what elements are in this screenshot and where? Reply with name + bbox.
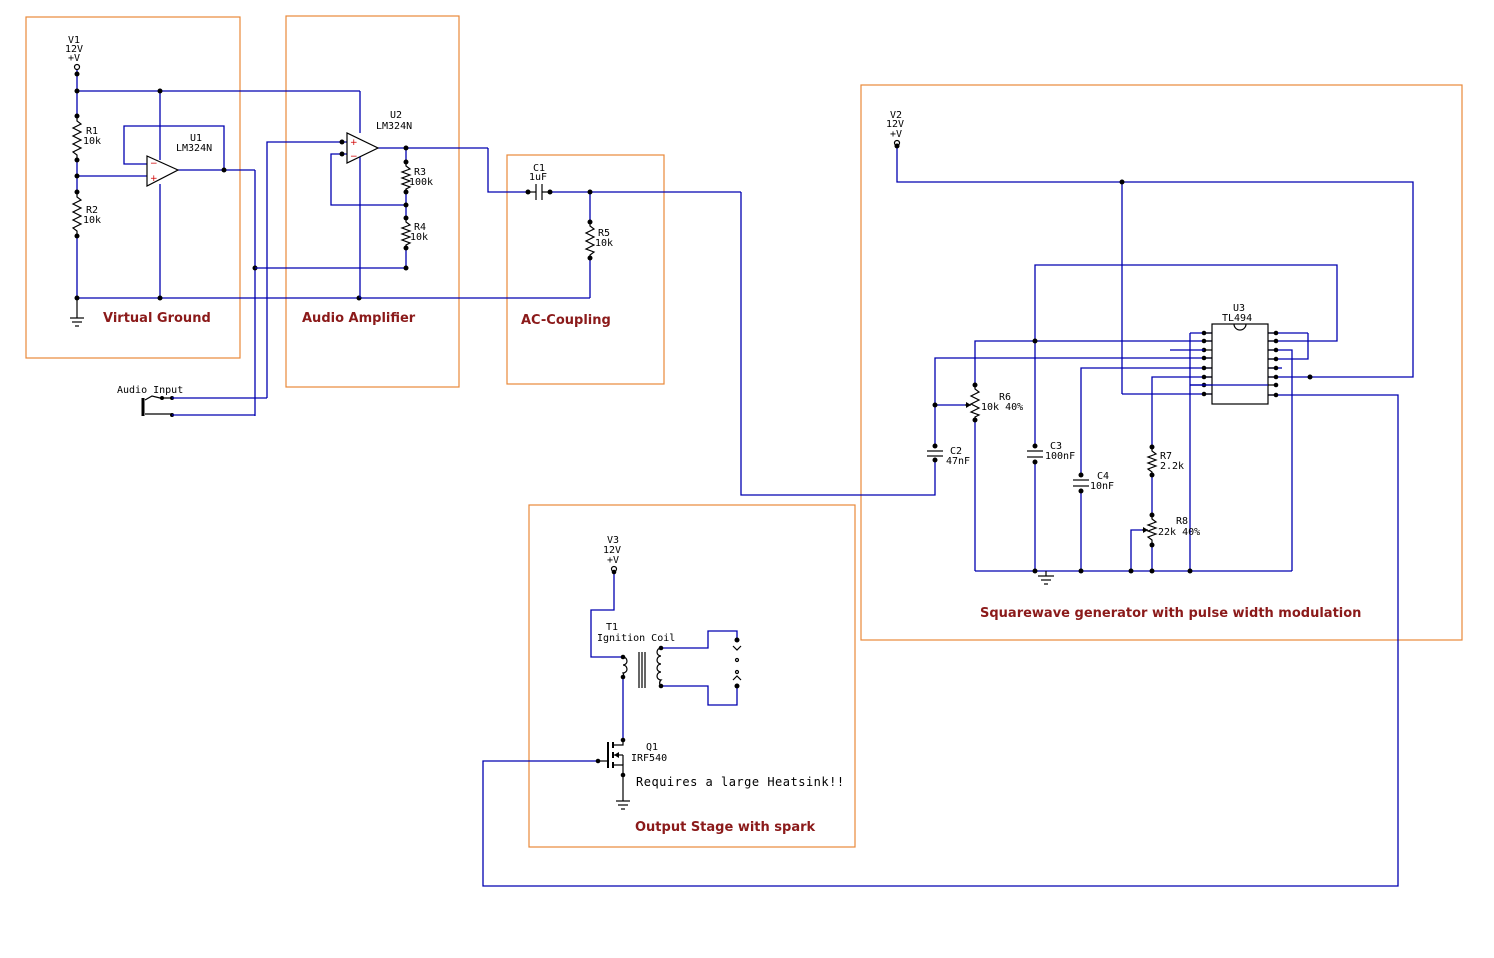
svg-text:C4: C4 xyxy=(1097,471,1109,482)
ac-coupling-label: AC-Coupling xyxy=(521,313,611,328)
audio-amplifier-box xyxy=(285,15,460,388)
r4-resistor: R4 10k xyxy=(400,218,428,248)
svg-text:10k: 10k xyxy=(83,215,101,226)
v1-source: V1 12V +V xyxy=(65,35,83,71)
svg-text:Ignition Coil: Ignition Coil xyxy=(597,633,675,644)
svg-text:C2: C2 xyxy=(950,446,962,457)
virtual-ground-box xyxy=(25,16,241,359)
c2-capacitor: C2 47nF xyxy=(927,446,970,467)
r7-resistor: R7 2.2k xyxy=(1146,447,1184,475)
spark-gap xyxy=(732,637,742,689)
c1-capacitor: C1 1uF xyxy=(528,163,550,200)
svg-text:U1: U1 xyxy=(190,133,202,144)
svg-text:R6: R6 xyxy=(999,392,1011,403)
svg-text:10k: 10k xyxy=(83,136,101,147)
svg-text:1uF: 1uF xyxy=(529,172,547,183)
svg-text:+: + xyxy=(350,138,358,148)
svg-text:10k: 10k xyxy=(410,232,428,243)
ground-symbol xyxy=(616,775,630,810)
svg-text:C3: C3 xyxy=(1050,441,1062,452)
svg-text:T1: T1 xyxy=(606,622,618,633)
svg-text:C1: C1 xyxy=(533,163,545,174)
svg-text:V2: V2 xyxy=(890,110,902,121)
svg-text:22k 40%: 22k 40% xyxy=(1158,527,1200,538)
svg-text:Audio Input: Audio Input xyxy=(117,385,183,396)
svg-text:R4: R4 xyxy=(414,222,426,233)
audio-amplifier-label: Audio Amplifier xyxy=(302,311,416,326)
v2-source: V2 12V +V xyxy=(886,110,904,147)
svg-text:TL494: TL494 xyxy=(1222,313,1252,324)
svg-text:100nF: 100nF xyxy=(1045,451,1075,462)
svg-text:LM324N: LM324N xyxy=(376,121,412,132)
svg-text:IRF540: IRF540 xyxy=(631,753,667,764)
q1-mosfet: Q1 IRF540 xyxy=(598,740,667,775)
r2-resistor: R2 10k xyxy=(71,192,101,236)
svg-text:2.2k: 2.2k xyxy=(1160,461,1184,472)
svg-text:U3: U3 xyxy=(1233,303,1245,314)
r1-resistor: R1 10k xyxy=(71,116,101,160)
u1-opamp: − + U1 LM324N xyxy=(146,133,212,187)
svg-text:U2: U2 xyxy=(390,110,402,121)
svg-text:47nF: 47nF xyxy=(946,456,970,467)
svg-text:−: − xyxy=(150,159,158,169)
svg-text:Q1: Q1 xyxy=(646,742,658,753)
svg-text:R7: R7 xyxy=(1160,451,1172,462)
r5-resistor: R5 10k xyxy=(584,222,613,258)
r3-resistor: R3 100k xyxy=(400,162,433,192)
ground-symbol xyxy=(1038,571,1054,585)
v3-source: V3 12V +V xyxy=(603,535,621,573)
output-stage-label: Output Stage with spark xyxy=(635,820,816,835)
r8-potentiometer: R8 22k 40% xyxy=(1142,515,1200,545)
svg-text:100k: 100k xyxy=(409,177,433,188)
squarewave-label: Squarewave generator with pulse width mo… xyxy=(980,606,1361,621)
u3-tl494-chip: U3 TL494 xyxy=(1201,303,1279,405)
svg-text:10nF: 10nF xyxy=(1090,481,1114,492)
ground-symbol xyxy=(70,298,84,327)
t1-ignition-coil: T1 Ignition Coil xyxy=(597,622,675,689)
svg-text:+V: +V xyxy=(68,53,80,64)
svg-text:−: − xyxy=(350,152,358,162)
c3-capacitor: C3 100nF xyxy=(1027,441,1075,462)
svg-text:R1: R1 xyxy=(86,126,98,137)
svg-text:V3: V3 xyxy=(607,535,619,546)
svg-text:LM324N: LM324N xyxy=(176,143,212,154)
svg-text:10k: 10k xyxy=(595,238,613,249)
u2-opamp: + − U2 LM324N xyxy=(346,110,412,164)
svg-text:R8: R8 xyxy=(1176,516,1188,527)
r6-potentiometer: R6 10k 40% xyxy=(965,385,1023,420)
svg-text:R3: R3 xyxy=(414,167,426,178)
output-stage-box xyxy=(528,504,856,848)
svg-text:R2: R2 xyxy=(86,205,98,216)
svg-text:12V: 12V xyxy=(65,44,83,55)
c4-capacitor: C4 10nF xyxy=(1073,471,1114,492)
audio-input-jack: Audio Input xyxy=(117,385,183,417)
ac-coupling-box xyxy=(506,154,665,385)
svg-text:12V: 12V xyxy=(886,119,904,130)
svg-text:V1: V1 xyxy=(68,35,80,46)
svg-text:12V: 12V xyxy=(603,545,621,556)
svg-text:+V: +V xyxy=(607,555,619,566)
svg-text:10k 40%: 10k 40% xyxy=(981,402,1023,413)
virtual-ground-label: Virtual Ground xyxy=(103,311,211,326)
svg-text:+: + xyxy=(150,174,158,184)
squarewave-box xyxy=(860,84,1463,641)
svg-text:R5: R5 xyxy=(598,228,610,239)
svg-text:+V: +V xyxy=(890,129,902,140)
heatsink-note: Requires a large Heatsink!! xyxy=(636,775,845,789)
